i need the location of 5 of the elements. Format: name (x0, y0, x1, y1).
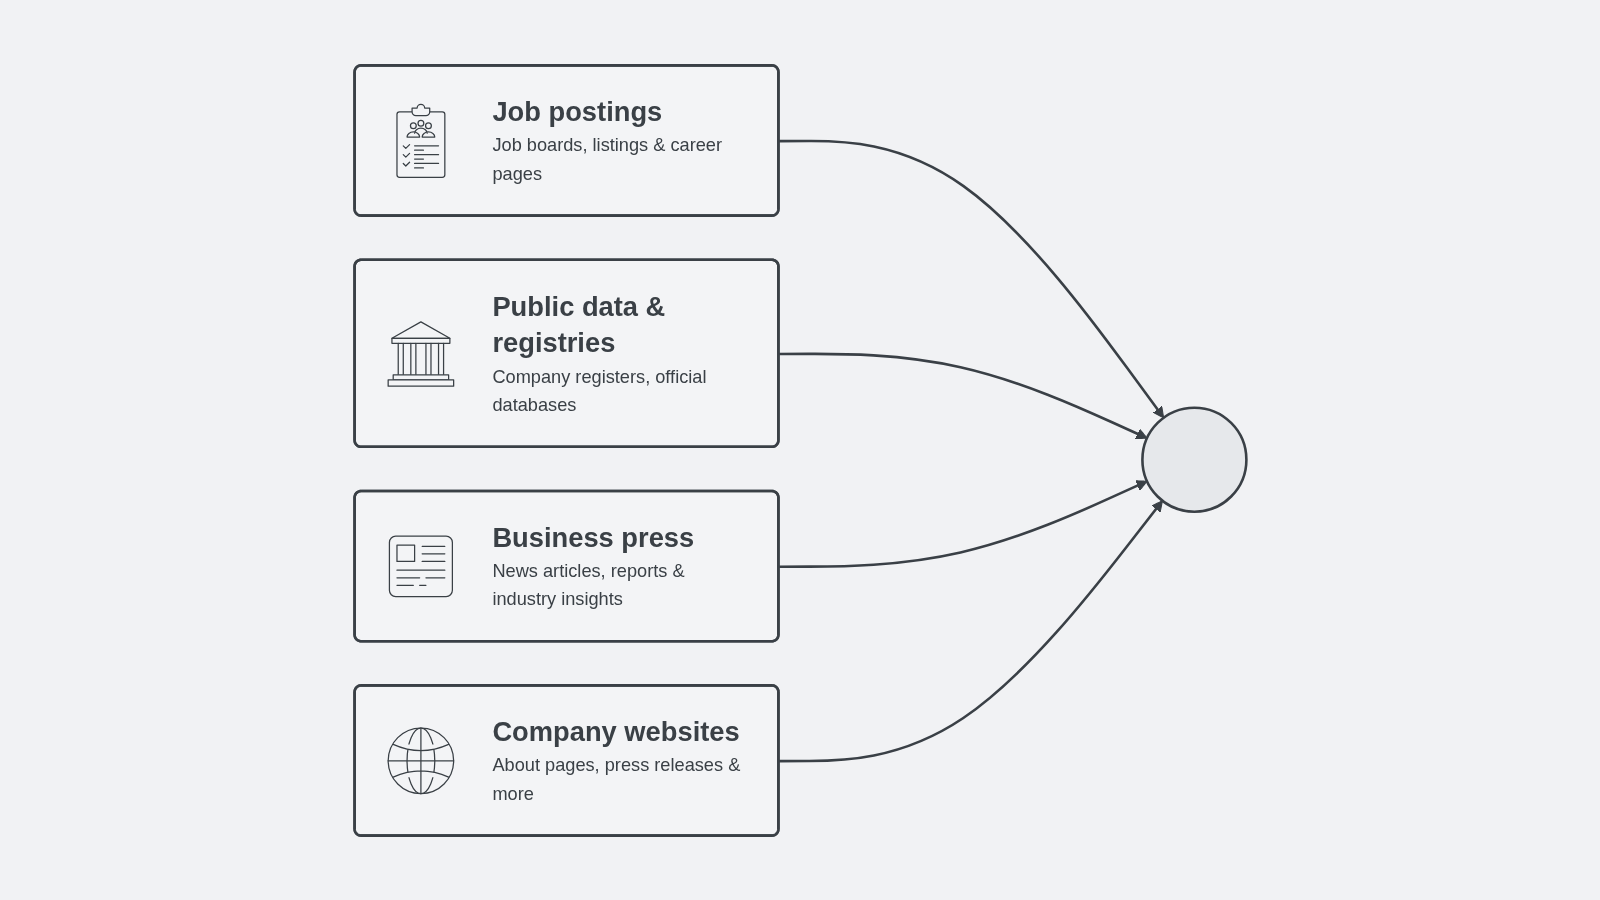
node-circle (1140, 405, 1248, 513)
arrow (778, 352, 1148, 439)
arrow (778, 499, 1163, 762)
arrow (778, 139, 1164, 418)
arrow (778, 479, 1148, 568)
